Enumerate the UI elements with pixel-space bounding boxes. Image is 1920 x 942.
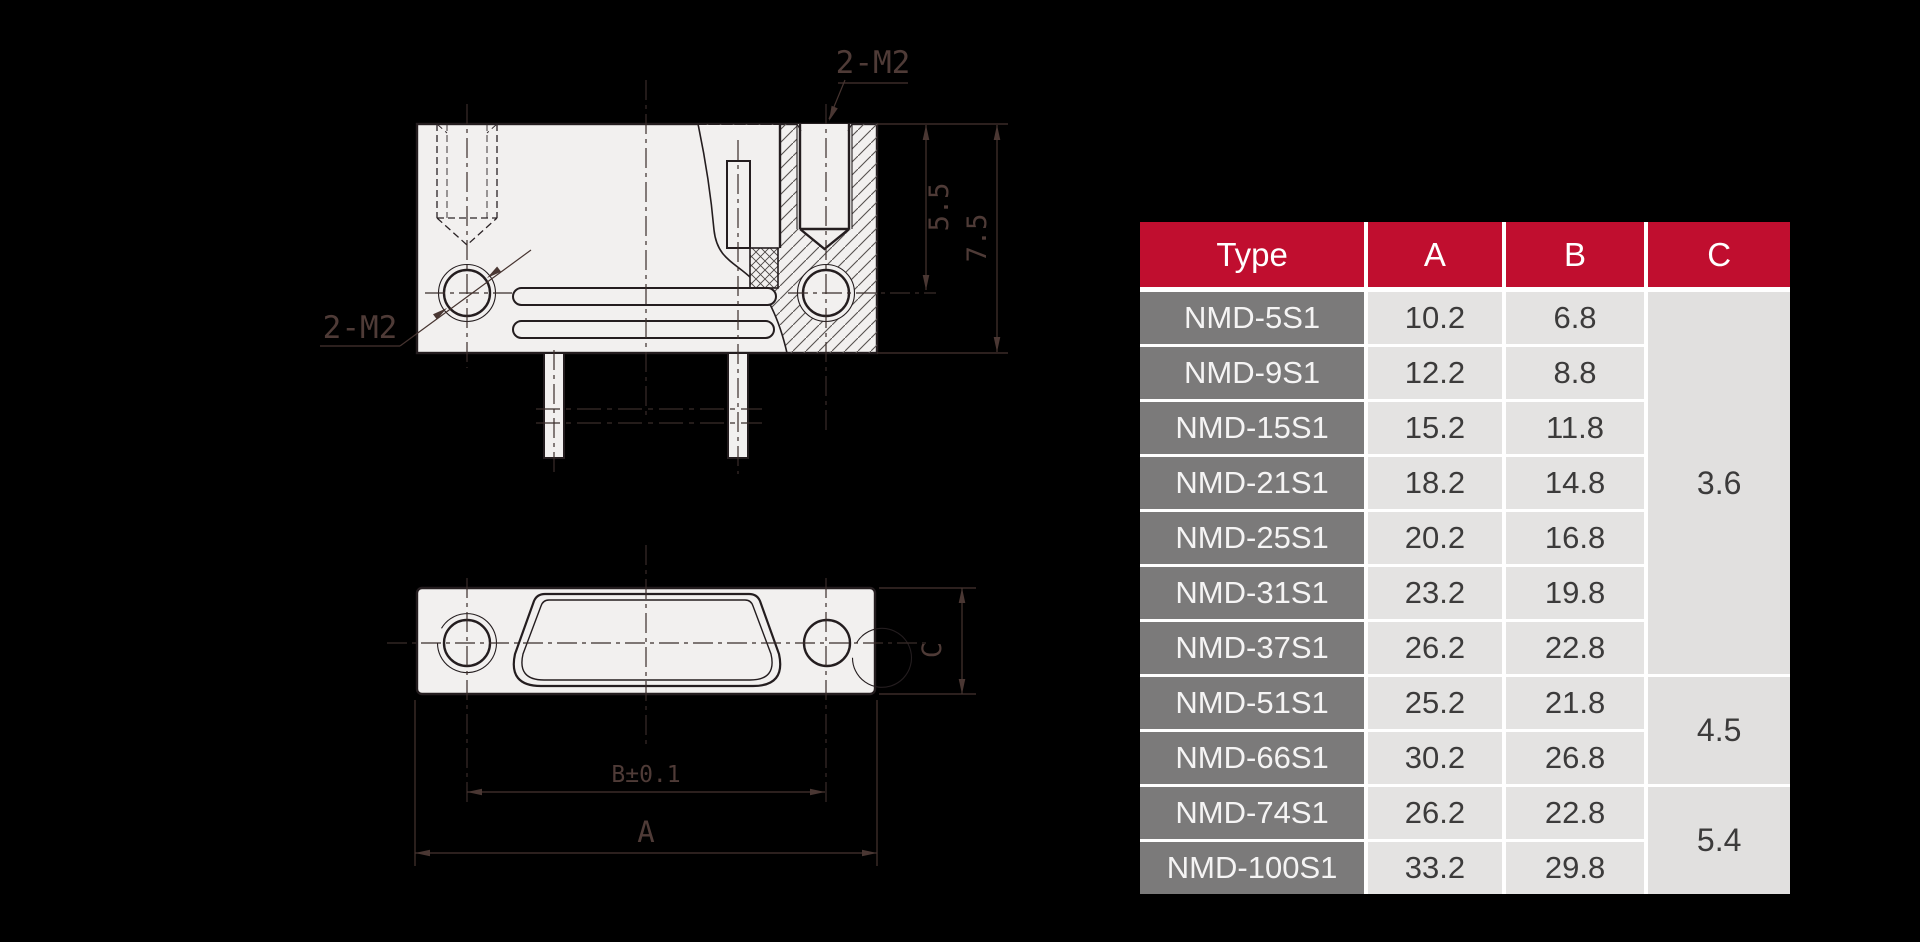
value-cell-c: 3.6 — [1646, 289, 1790, 677]
value-cell-b: 14.8 — [1503, 455, 1649, 512]
insulator-block — [749, 247, 779, 289]
col-header-b: B — [1503, 222, 1649, 292]
threaded-hole-zone — [797, 124, 852, 248]
col-header-c: C — [1646, 222, 1790, 292]
value-cell-c: 5.4 — [1646, 785, 1790, 894]
front-right-hole-bg — [797, 613, 857, 673]
dim-a-label: A — [637, 815, 654, 849]
dim-c-label: C — [917, 642, 948, 658]
thread-callout-left: 2-M2 — [323, 310, 398, 346]
dshell-outer — [512, 592, 782, 688]
value-cell-b: 21.8 — [1503, 675, 1649, 732]
value-cell-b: 8.8 — [1503, 345, 1649, 402]
break-curve — [697, 123, 788, 354]
value-cell-b: 19.8 — [1503, 565, 1649, 622]
type-cell: NMD-15S1 — [1140, 400, 1369, 457]
value-cell-b: 22.8 — [1503, 620, 1649, 677]
type-cell: NMD-21S1 — [1140, 455, 1369, 512]
front-view — [415, 586, 913, 696]
value-cell-b: 16.8 — [1503, 510, 1649, 567]
type-cell: NMD-9S1 — [1140, 345, 1369, 402]
value-cell-a: 23.2 — [1366, 565, 1506, 622]
thread-chamfer — [796, 123, 853, 132]
type-cell: NMD-37S1 — [1140, 620, 1369, 677]
value-cell-a: 18.2 — [1366, 455, 1506, 512]
slot-lower — [512, 320, 775, 339]
hidden-thread — [436, 123, 498, 246]
type-cell: NMD-74S1 — [1140, 785, 1369, 842]
value-cell-b: 11.8 — [1503, 400, 1649, 457]
board-lines — [536, 408, 762, 424]
col-header-type: Type — [1140, 222, 1369, 292]
drill-point — [799, 228, 850, 251]
dim-7-5-label: 7.5 — [962, 214, 993, 263]
value-cell-a: 12.2 — [1366, 345, 1506, 402]
type-cell: NMD-100S1 — [1140, 840, 1369, 894]
type-cell: NMD-51S1 — [1140, 675, 1369, 732]
dshell-inner — [521, 599, 773, 681]
value-cell-a: 26.2 — [1366, 785, 1506, 842]
value-cell-a: 20.2 — [1366, 510, 1506, 567]
value-cell-a: 26.2 — [1366, 620, 1506, 677]
thread-callout-top: 2-M2 — [836, 45, 911, 81]
value-cell-a: 15.2 — [1366, 400, 1506, 457]
dimensions — [320, 79, 1008, 866]
value-cell-b: 6.8 — [1503, 289, 1649, 347]
value-cell-c: 4.5 — [1646, 675, 1790, 787]
leader-left — [399, 249, 532, 347]
top-section-view — [415, 122, 879, 459]
thread-crest-lines — [796, 124, 853, 229]
value-cell-a: 30.2 — [1366, 730, 1506, 787]
value-cell-a: 10.2 — [1366, 289, 1506, 347]
value-cell-a: 25.2 — [1366, 675, 1506, 732]
value-cell-b: 22.8 — [1503, 785, 1649, 842]
type-cell: NMD-31S1 — [1140, 565, 1369, 622]
type-cell: NMD-25S1 — [1140, 510, 1369, 567]
dim-b-label: B±0.1 — [611, 762, 680, 788]
slot-upper — [512, 287, 777, 306]
value-cell-b: 29.8 — [1503, 840, 1649, 894]
dim-5-5-label: 5.5 — [924, 183, 955, 232]
thread-root-lines — [798, 124, 851, 231]
type-cell: NMD-5S1 — [1140, 289, 1369, 347]
center-lines — [387, 80, 936, 806]
value-cell-a: 33.2 — [1366, 840, 1506, 894]
col-header-a: A — [1366, 222, 1506, 292]
front-left-hole-thread — [436, 613, 498, 674]
value-cell-b: 26.8 — [1503, 730, 1649, 787]
front-right-hole-thread — [851, 627, 913, 688]
type-cell: NMD-66S1 — [1140, 730, 1369, 787]
